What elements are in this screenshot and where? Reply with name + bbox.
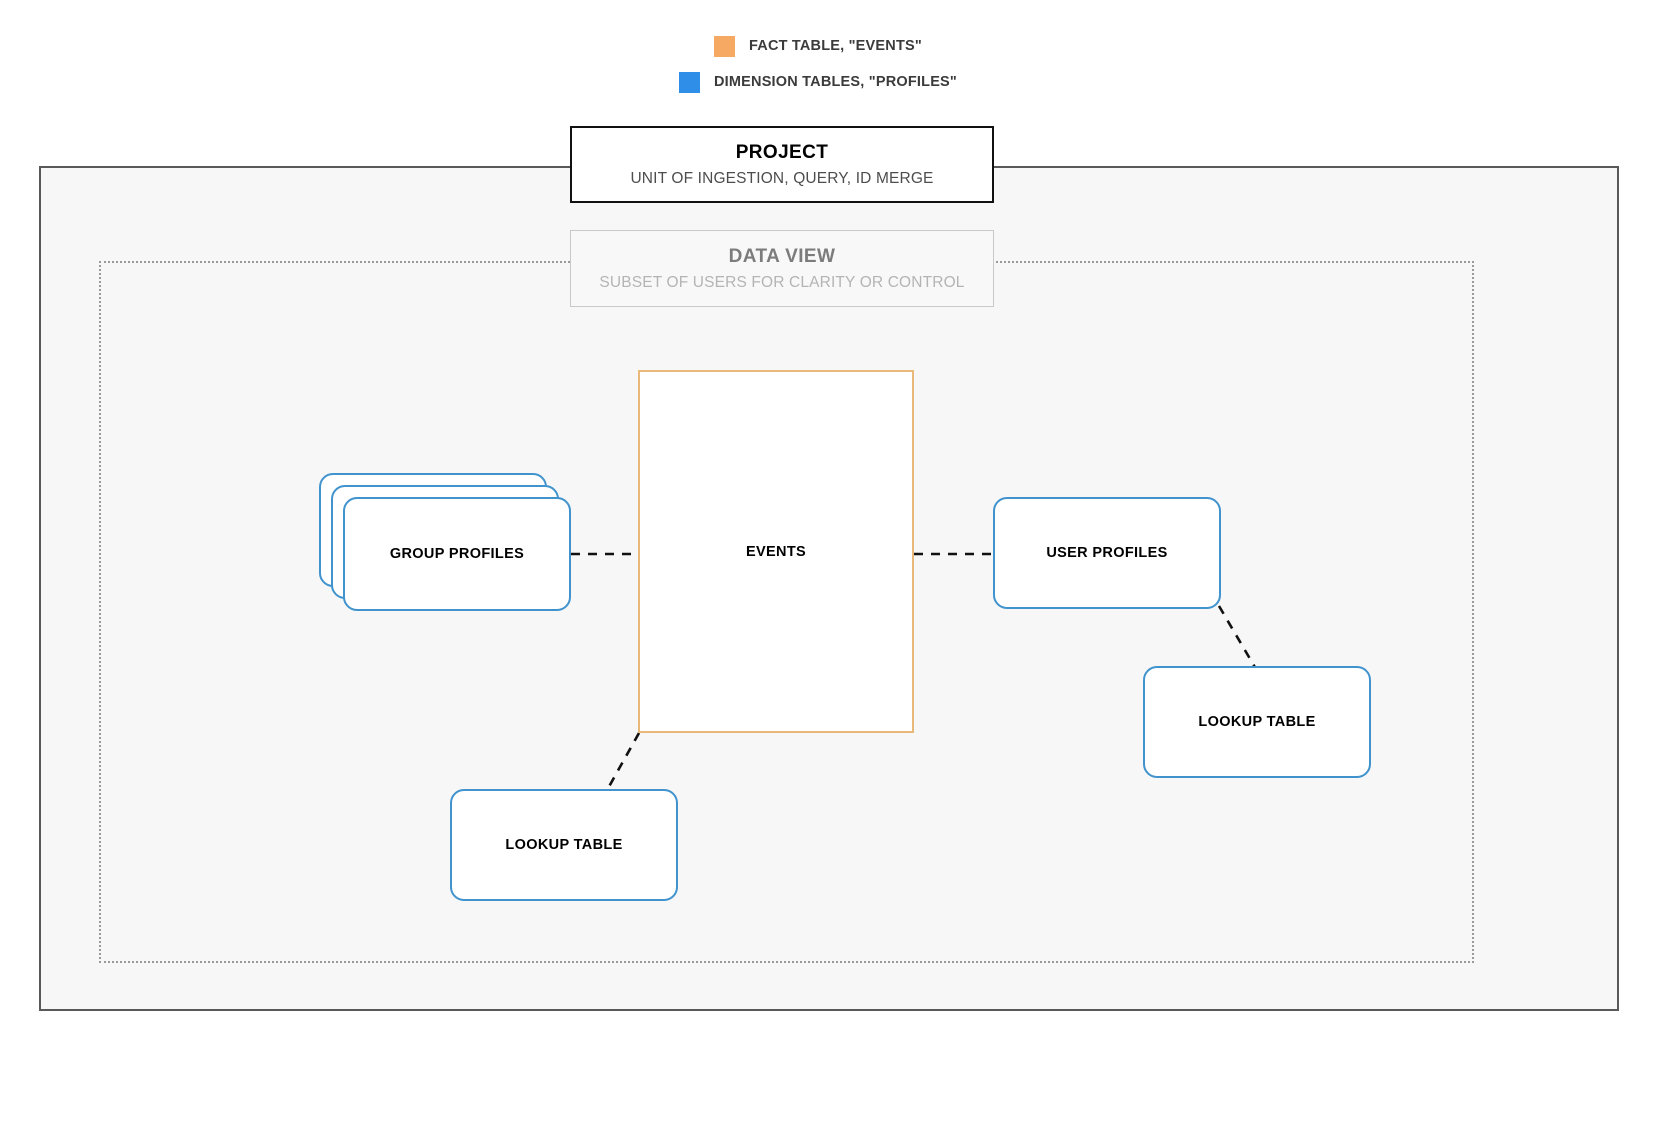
- legend-item-fact-table: FACT TABLE, "EVENTS": [0, 28, 1664, 64]
- node-user-profiles[interactable]: USER PROFILES: [993, 497, 1221, 609]
- data-view-title: DATA VIEW: [728, 246, 836, 268]
- node-events-label: EVENTS: [745, 543, 807, 560]
- project-subtitle: UNIT OF INGESTION, QUERY, ID MERGE: [630, 169, 934, 187]
- data-view-label-box: DATA VIEW SUBSET OF USERS FOR CLARITY OR…: [570, 230, 994, 307]
- project-label-box: PROJECT UNIT OF INGESTION, QUERY, ID MER…: [570, 126, 994, 203]
- project-title: PROJECT: [735, 142, 829, 164]
- legend-label-dimension-tables: DIMENSION TABLES, "PROFILES": [713, 74, 958, 90]
- node-group-profiles[interactable]: GROUP PROFILES: [343, 497, 571, 611]
- dimension-tables-swatch: [678, 71, 700, 93]
- node-group-profiles-label: GROUP PROFILES: [389, 546, 525, 562]
- legend-item-dimension-tables: DIMENSION TABLES, "PROFILES": [0, 64, 1664, 100]
- node-lookup-table-left-label: LOOKUP TABLE: [505, 837, 623, 853]
- fact-table-swatch: [714, 35, 736, 57]
- legend-label-fact-table: FACT TABLE, "EVENTS": [749, 38, 922, 54]
- node-lookup-table-left[interactable]: LOOKUP TABLE: [450, 789, 678, 901]
- node-lookup-table-right-label: LOOKUP TABLE: [1198, 714, 1316, 730]
- node-user-profiles-label: USER PROFILES: [1046, 545, 1168, 561]
- node-lookup-table-right[interactable]: LOOKUP TABLE: [1143, 666, 1371, 778]
- node-events[interactable]: EVENTS: [638, 370, 914, 733]
- data-view-subtitle: SUBSET OF USERS FOR CLARITY OR CONTROL: [599, 273, 965, 291]
- legend: FACT TABLE, "EVENTS" DIMENSION TABLES, "…: [0, 28, 1664, 100]
